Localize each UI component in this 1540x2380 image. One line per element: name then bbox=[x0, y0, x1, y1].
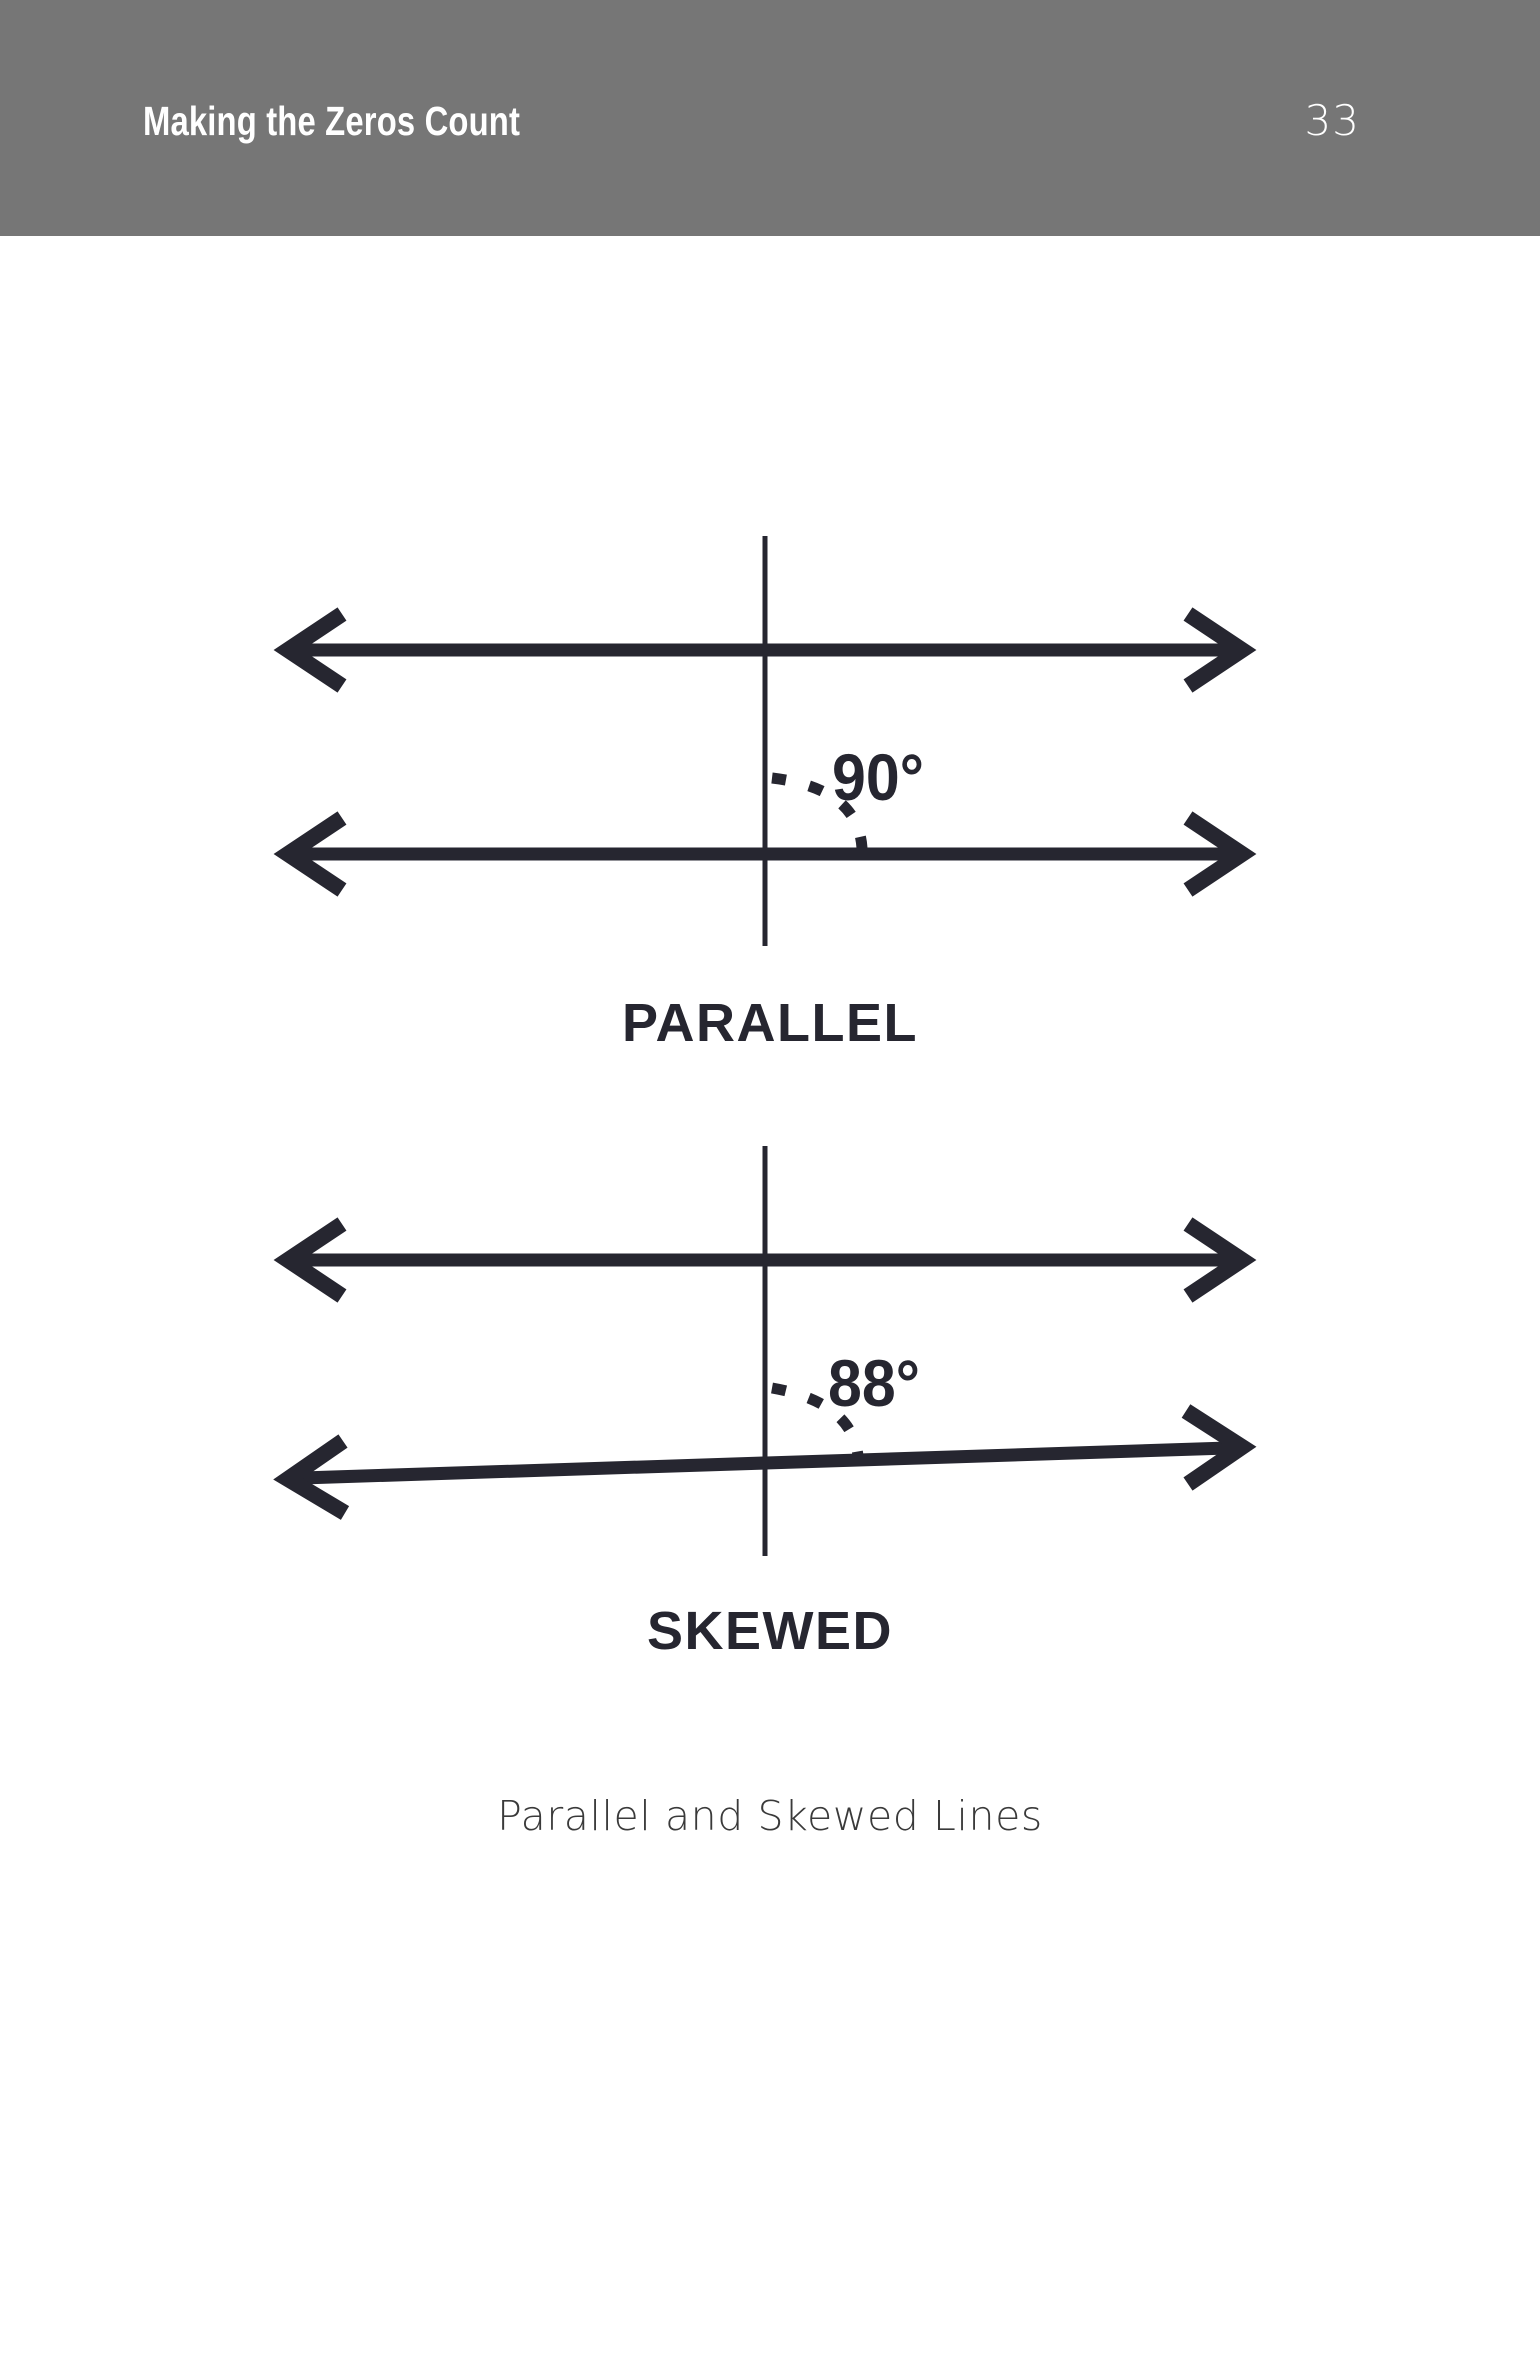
arrowhead-right-icon bbox=[1183, 607, 1257, 693]
lower-line-skewed bbox=[273, 1404, 1257, 1520]
page-number: 33 bbox=[1304, 96, 1360, 145]
figure-parallel-and-skewed-lines: 90° PARALLEL 88° SKEWED Parallel and Ske… bbox=[0, 236, 1540, 2380]
lower-line-parallel bbox=[273, 811, 1257, 897]
figure-caption: Parallel and Skewed Lines bbox=[497, 1792, 1043, 1840]
lower-line-shaft-skewed bbox=[301, 1441, 1229, 1485]
page-header-band: Making the Zeros Count 33 bbox=[0, 0, 1540, 236]
upper-line-parallel bbox=[273, 607, 1257, 693]
diagram-label-skewed: SKEWED bbox=[646, 1601, 893, 1661]
upper-line-skewed bbox=[273, 1217, 1257, 1303]
arrowhead-right-icon bbox=[1183, 1217, 1257, 1303]
angle-label-parallel: 90° bbox=[832, 740, 924, 814]
diagram-parallel: 90° bbox=[273, 536, 1257, 946]
diagram-skewed: 88° bbox=[273, 1146, 1257, 1556]
arrowhead-left-icon bbox=[273, 1434, 350, 1520]
diagram-label-parallel: PARALLEL bbox=[622, 993, 918, 1053]
arrowhead-left-icon bbox=[273, 1217, 347, 1303]
angle-label-skewed: 88° bbox=[828, 1346, 920, 1420]
arrowhead-right-icon bbox=[1181, 1404, 1257, 1491]
arrowhead-right-icon bbox=[1183, 811, 1257, 897]
arrowhead-left-icon bbox=[273, 607, 347, 693]
page-header-title: Making the Zeros Count bbox=[143, 98, 521, 144]
arrowhead-left-icon bbox=[273, 811, 347, 897]
